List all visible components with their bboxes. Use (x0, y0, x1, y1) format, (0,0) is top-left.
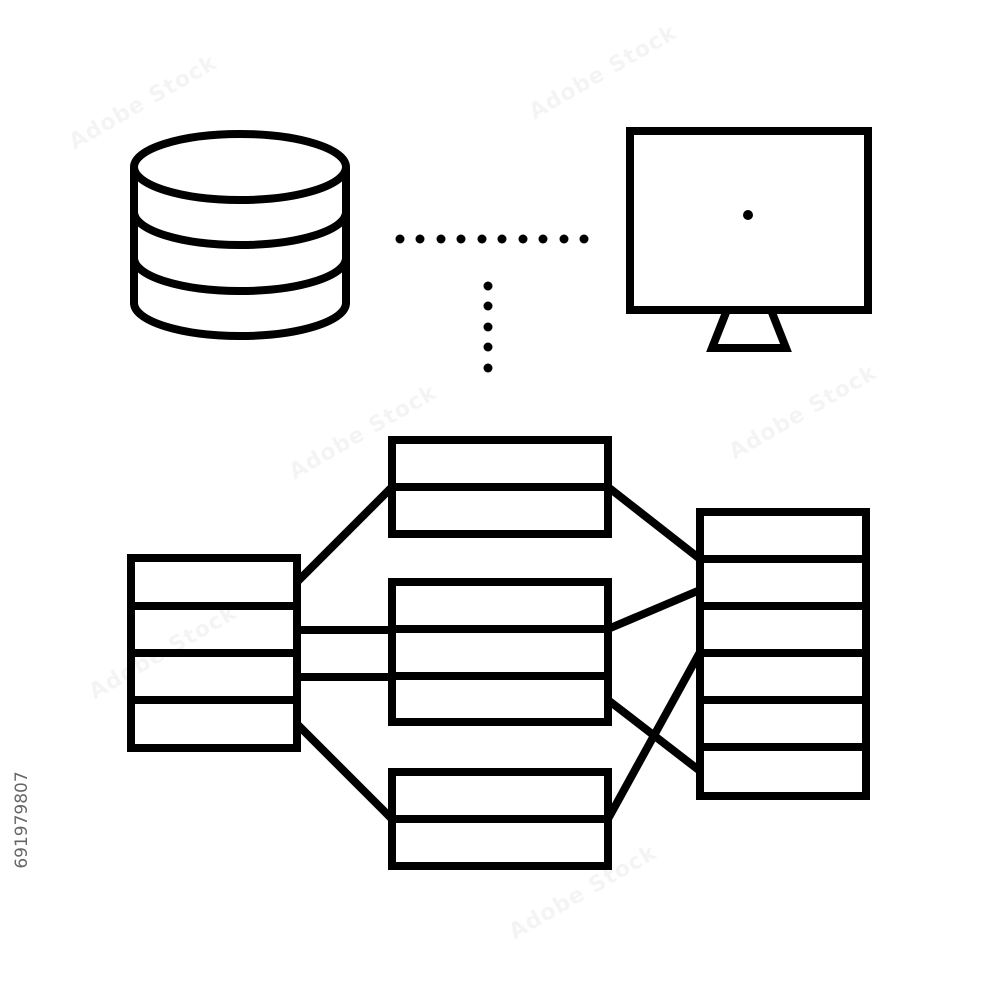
schema-diagram (127, 436, 870, 870)
table-top-middle (388, 436, 612, 538)
monitor-icon (626, 127, 872, 352)
monitor-dot-icon (743, 210, 753, 220)
table-bottom-middle (388, 768, 612, 870)
dotted-connector (395, 234, 589, 373)
relationship-links (294, 483, 704, 822)
table-left (127, 554, 301, 752)
database-icon (130, 130, 350, 340)
table-right (696, 508, 870, 800)
table-center-middle (388, 578, 612, 726)
